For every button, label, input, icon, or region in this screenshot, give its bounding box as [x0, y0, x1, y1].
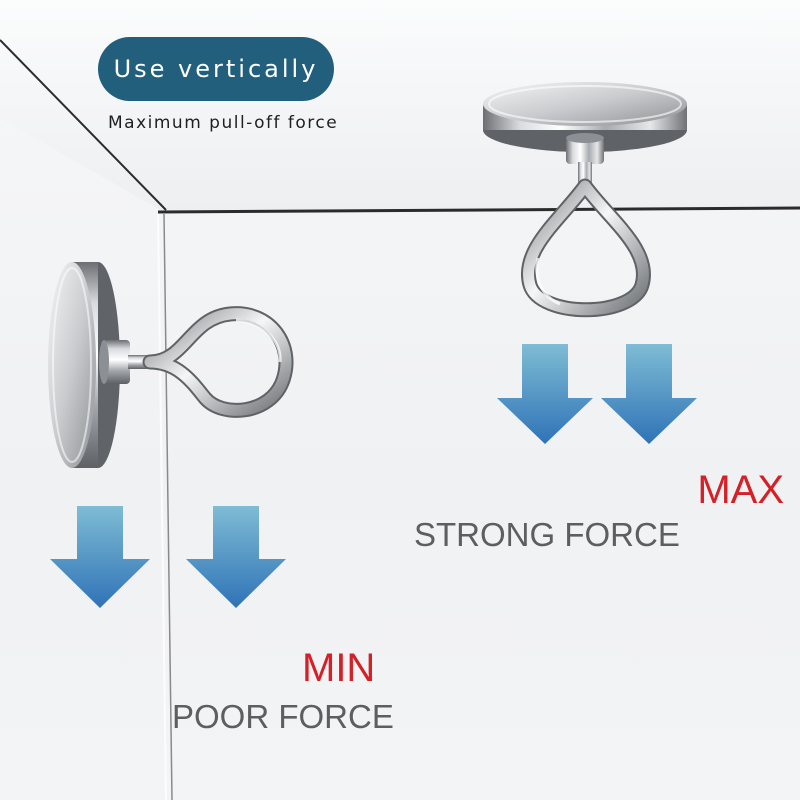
down-arrow-icon — [50, 506, 150, 608]
max-label: MAX — [697, 468, 784, 512]
wall-highlight — [157, 213, 167, 800]
down-arrow-icon — [601, 344, 697, 444]
subtitle: Maximum pull-off force — [108, 113, 339, 133]
magnetic-hook-ceiling-icon — [483, 82, 687, 318]
down-arrow-icon — [186, 506, 286, 608]
magnetic-hook-wall-icon — [48, 262, 294, 468]
min-label: MIN — [302, 646, 376, 690]
poor-force-label: POOR FORCE — [172, 698, 394, 735]
strong-force-label: STRONG FORCE — [414, 516, 680, 553]
ceiling-edge — [157, 206, 800, 214]
use-vertically-badge: Use vertically — [98, 37, 334, 101]
down-arrow-icon — [497, 344, 593, 444]
wall-corner-edge — [163, 213, 173, 800]
ceiling-corner-edge — [0, 39, 167, 211]
